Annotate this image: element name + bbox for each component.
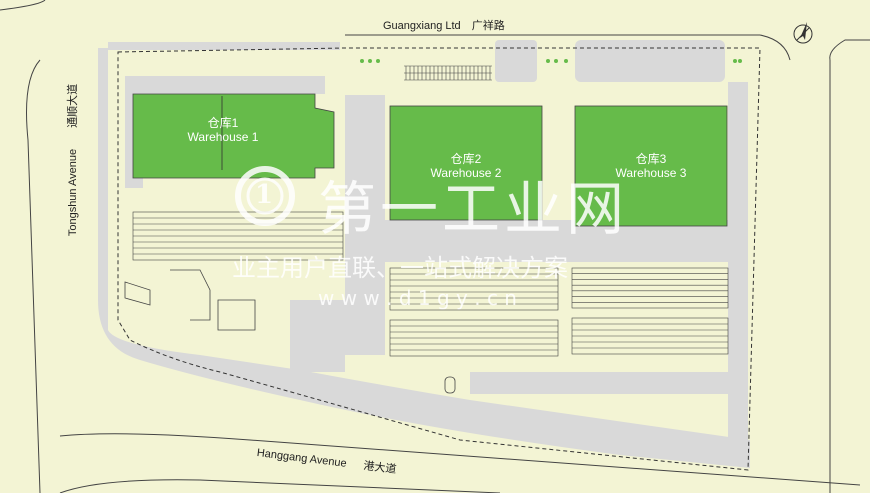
compass-north-arrow-icon [793, 22, 813, 44]
road-edge-east-2 [829, 39, 870, 61]
internal-road-south-west [290, 300, 345, 372]
internal-road-south-band [470, 372, 748, 394]
road-west-cn: 通顺大道 [67, 83, 79, 128]
gate-building [124, 281, 151, 306]
watermark-title: 第一工业网 [318, 175, 629, 243]
parking-block [389, 267, 559, 311]
warehouse-3-cn: 仓库3 [635, 152, 667, 166]
warehouse-2-en: Warehouse 2 [430, 166, 502, 180]
warehouse-1-cn: 仓库1 [207, 116, 239, 130]
road-label-west: Tongshun Avenue 通顺大道 [64, 84, 80, 236]
internal-road-mid-band [385, 220, 745, 262]
road-north-cn: 广祥路 [471, 20, 505, 32]
warehouse-3-en: Warehouse 3 [615, 166, 687, 180]
tree-markers [360, 59, 742, 63]
internal-road-north [108, 42, 340, 50]
watermark-logo-glyph: 1 [255, 180, 274, 210]
warehouse-1-label: 仓库1 Warehouse 1 [178, 116, 268, 144]
parking-block [571, 267, 729, 309]
warehouse-2-cn: 仓库2 [450, 152, 482, 166]
guard-house [444, 376, 456, 394]
road-edge-south-1 [59, 433, 861, 486]
warehouse-3-label: 仓库3 Warehouse 3 [606, 152, 696, 180]
road-west-en: Tongshun Avenue [67, 148, 79, 237]
road-label-north: Guangxiang Ltd 广祥路 [383, 17, 505, 33]
site-boundary [117, 47, 761, 471]
internal-road-loading-w1 [125, 76, 325, 94]
internal-road-top-right [575, 40, 725, 82]
road-edge-north-top [0, 0, 46, 11]
warehouse-2-shape [389, 105, 543, 221]
road-edge-northeast [759, 34, 791, 61]
warehouse-1-shape [132, 93, 335, 179]
utility-outline [170, 269, 211, 321]
warehouse-3-shape [574, 105, 728, 227]
warehouse-1-en: Warehouse 1 [187, 130, 259, 144]
internal-road-east [728, 82, 748, 442]
watermark-slogan: 业主用户直联、一站式解决方案 [232, 254, 568, 282]
road-edge-south-2 [59, 479, 501, 493]
watermark-logo-icon [235, 166, 295, 226]
entrance-parking [404, 65, 492, 81]
internal-road-top-mid [495, 40, 537, 82]
warehouse-2-label: 仓库2 Warehouse 2 [421, 152, 511, 180]
road-north-en: Guangxiang Ltd [383, 20, 461, 32]
watermark-url: w w w . d 1 g y . c n [318, 286, 517, 310]
utility-building [217, 299, 256, 331]
road-south-cn: 港大道 [362, 460, 397, 476]
internal-road-center [345, 95, 385, 355]
road-edge-west-outer [26, 59, 41, 493]
parking-stalls [132, 211, 729, 357]
